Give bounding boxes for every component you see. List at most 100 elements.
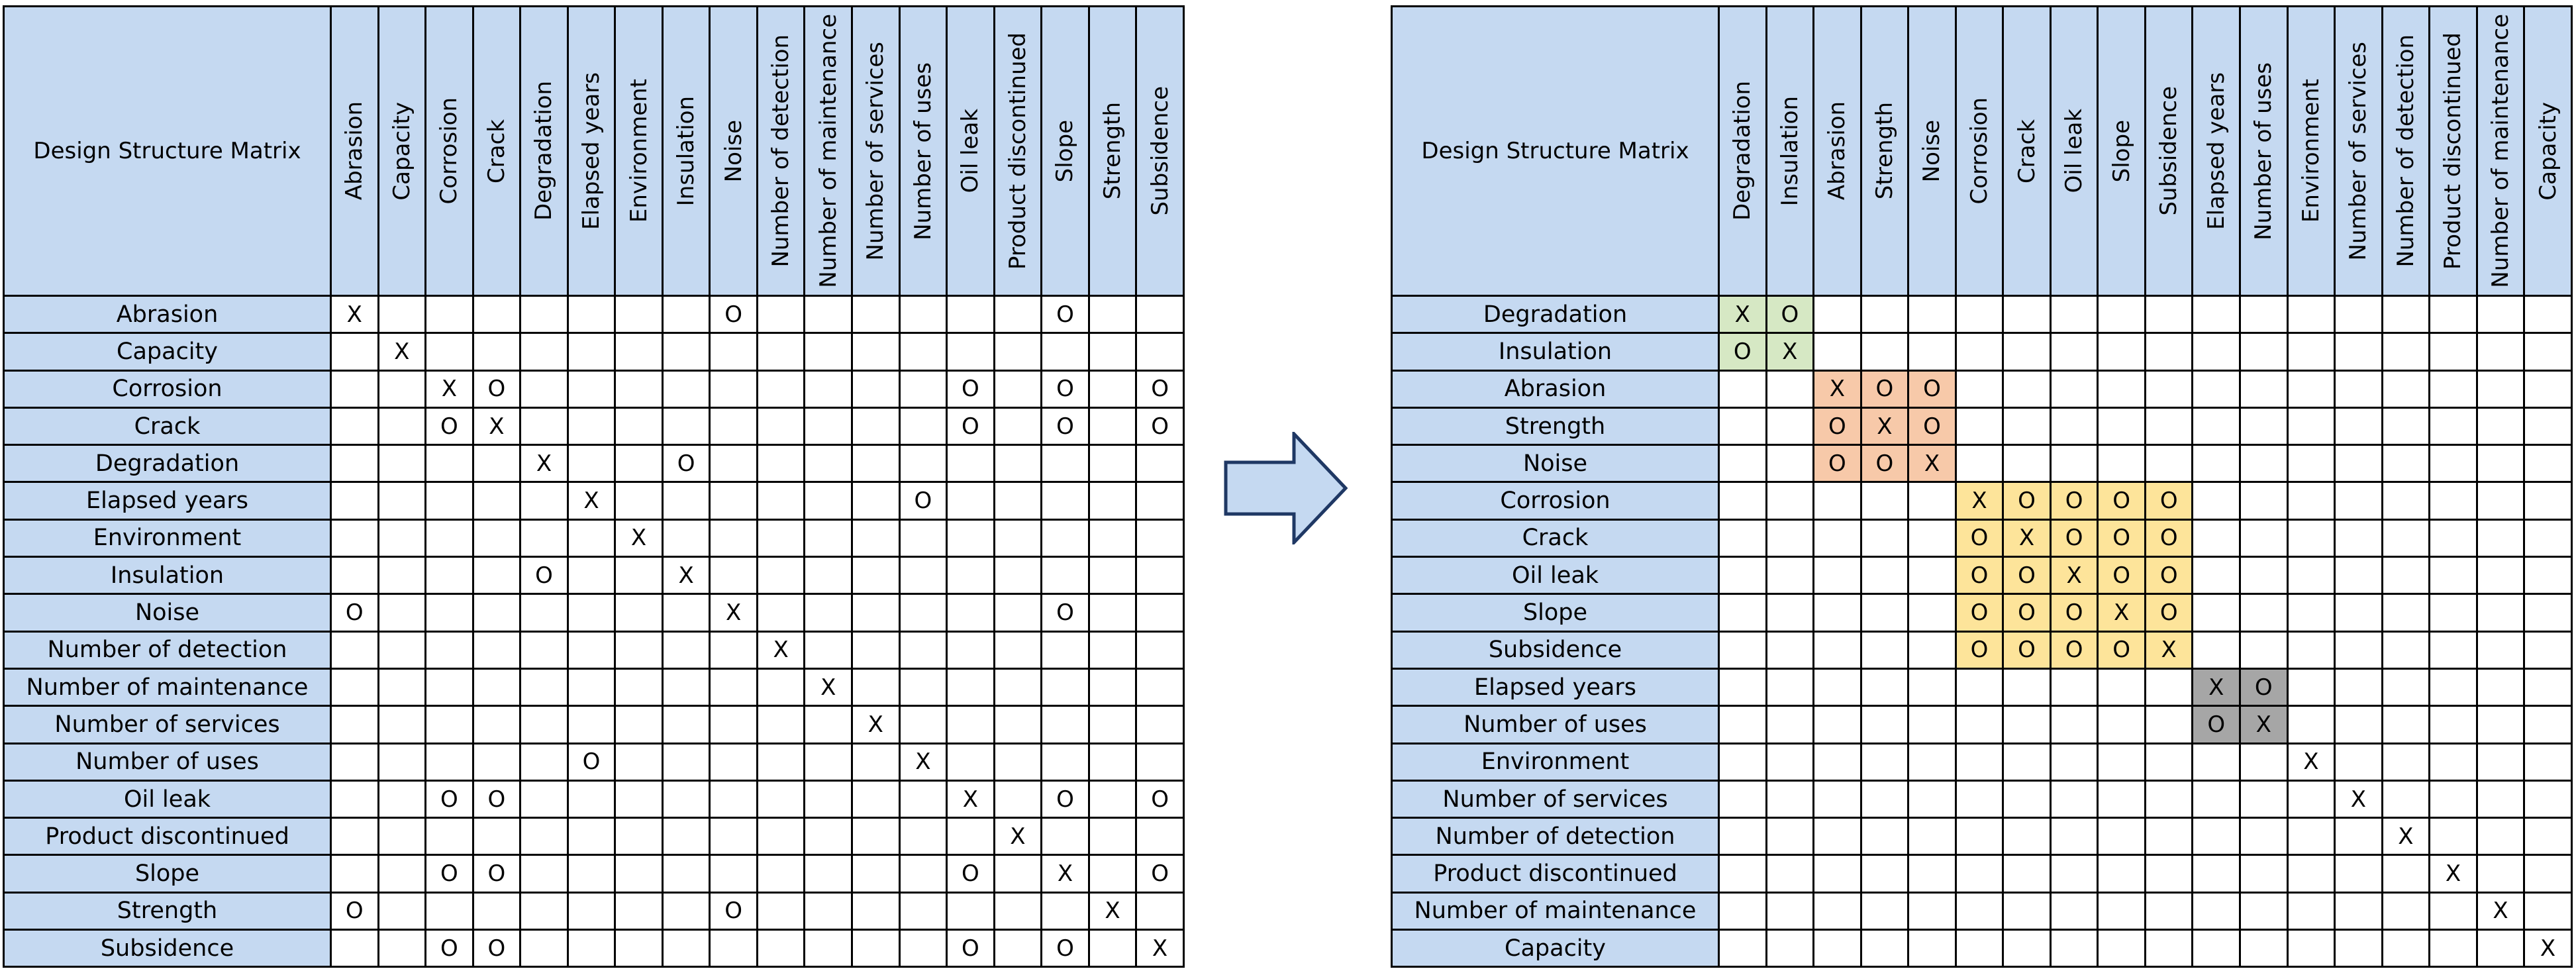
- row-header: Elapsed years: [3, 481, 332, 521]
- row-header: Crack: [1391, 518, 1720, 558]
- matrix-cell: [661, 891, 711, 931]
- matrix-cell: [1954, 406, 2005, 446]
- matrix-cell: [1907, 742, 1957, 782]
- matrix-cell: [566, 705, 617, 744]
- matrix-cell: [803, 294, 854, 334]
- matrix-cell: [1812, 817, 1862, 856]
- matrix-cell: [1087, 481, 1138, 521]
- matrix-cell: [2097, 854, 2146, 894]
- matrix-cell: [1040, 518, 1090, 558]
- matrix-cell: [1954, 667, 2005, 707]
- matrix-cell: O: [1040, 294, 1090, 334]
- matrix-cell: [1907, 630, 1957, 670]
- matrix-cell: [1135, 705, 1185, 744]
- matrix-cell: X: [898, 742, 948, 782]
- matrix-cell: [519, 369, 569, 409]
- matrix-cell: [709, 854, 758, 894]
- matrix-cell: [330, 518, 379, 558]
- matrix-cell: [1087, 667, 1138, 707]
- matrix-cell: [851, 332, 901, 372]
- column-header-label: Number of maintenance: [2487, 14, 2514, 288]
- column-header-label: Environment: [2297, 79, 2324, 223]
- column-header-label: Number of detection: [768, 34, 795, 268]
- matrix-cell: [2428, 667, 2478, 707]
- matrix-cell: [851, 556, 901, 595]
- matrix-cell: [2334, 369, 2383, 409]
- matrix-cell: [1718, 854, 1767, 894]
- matrix-cell: [2334, 742, 2383, 782]
- matrix-cell: [2144, 742, 2194, 782]
- matrix-cell: [851, 891, 901, 931]
- column-header-label: Oil leak: [957, 109, 984, 193]
- matrix-cell: [898, 332, 948, 372]
- column-header-label: Subsidence: [1146, 86, 1173, 216]
- matrix-cell: [2144, 929, 2194, 968]
- matrix-cell: O: [2049, 518, 2099, 558]
- matrix-cell: [2049, 406, 2099, 446]
- matrix-cell: [946, 630, 995, 670]
- matrix-cell: [1135, 891, 1185, 931]
- matrix-cell: O: [1718, 332, 1767, 372]
- matrix-cell: [709, 667, 758, 707]
- matrix-cell: [2239, 817, 2289, 856]
- matrix-cell: [2191, 518, 2242, 558]
- matrix-cell: [1812, 667, 1862, 707]
- matrix-cell: O: [2097, 556, 2146, 595]
- matrix-cell: [1954, 779, 2005, 819]
- matrix-cell: O: [2097, 481, 2146, 521]
- matrix-cell: [566, 518, 617, 558]
- row-header: Strength: [3, 891, 332, 931]
- row-header: Environment: [1391, 742, 1720, 782]
- matrix-cell: [2049, 369, 2099, 409]
- matrix-cell: [2428, 630, 2478, 670]
- row-header: Number of uses: [1391, 705, 1720, 744]
- matrix-cell: [1087, 779, 1138, 819]
- matrix-cell: [519, 294, 569, 334]
- matrix-cell: [756, 667, 806, 707]
- matrix-cell: [993, 406, 1043, 446]
- row-header: Corrosion: [3, 369, 332, 409]
- matrix-cell: [424, 891, 474, 931]
- matrix-cell: [1718, 779, 1767, 819]
- matrix-cell: X: [1812, 369, 1862, 409]
- matrix-cell: [2049, 332, 2099, 372]
- matrix-cell: [1812, 332, 1862, 372]
- matrix-cell: [803, 779, 854, 819]
- column-header: Slope: [1040, 5, 1090, 297]
- matrix-cell: [2381, 332, 2431, 372]
- matrix-cell: [1907, 929, 1957, 968]
- matrix-cell: [661, 929, 711, 968]
- row-header: Product discontinued: [3, 817, 332, 856]
- matrix-cell: [1859, 518, 1910, 558]
- matrix-cell: O: [1907, 369, 1957, 409]
- matrix-cell: [661, 332, 711, 372]
- matrix-cell: [2523, 444, 2573, 484]
- matrix-cell: [803, 593, 854, 633]
- matrix-cell: [1765, 481, 1815, 521]
- matrix-cell: [1907, 593, 1957, 633]
- matrix-cell: [2475, 667, 2526, 707]
- column-header: Abrasion: [330, 5, 379, 297]
- matrix-cell: [471, 630, 522, 670]
- matrix-cell: [1087, 929, 1138, 968]
- matrix-cell: [566, 891, 617, 931]
- matrix-cell: [1718, 817, 1767, 856]
- matrix-cell: X: [1765, 332, 1815, 372]
- matrix-cell: [803, 630, 854, 670]
- matrix-cell: [566, 630, 617, 670]
- matrix-cell: O: [1812, 406, 1862, 446]
- matrix-cell: [2191, 929, 2242, 968]
- matrix-cell: [1954, 444, 2005, 484]
- matrix-cell: [2002, 705, 2052, 744]
- matrix-cell: O: [661, 444, 711, 484]
- matrix-cell: [993, 444, 1043, 484]
